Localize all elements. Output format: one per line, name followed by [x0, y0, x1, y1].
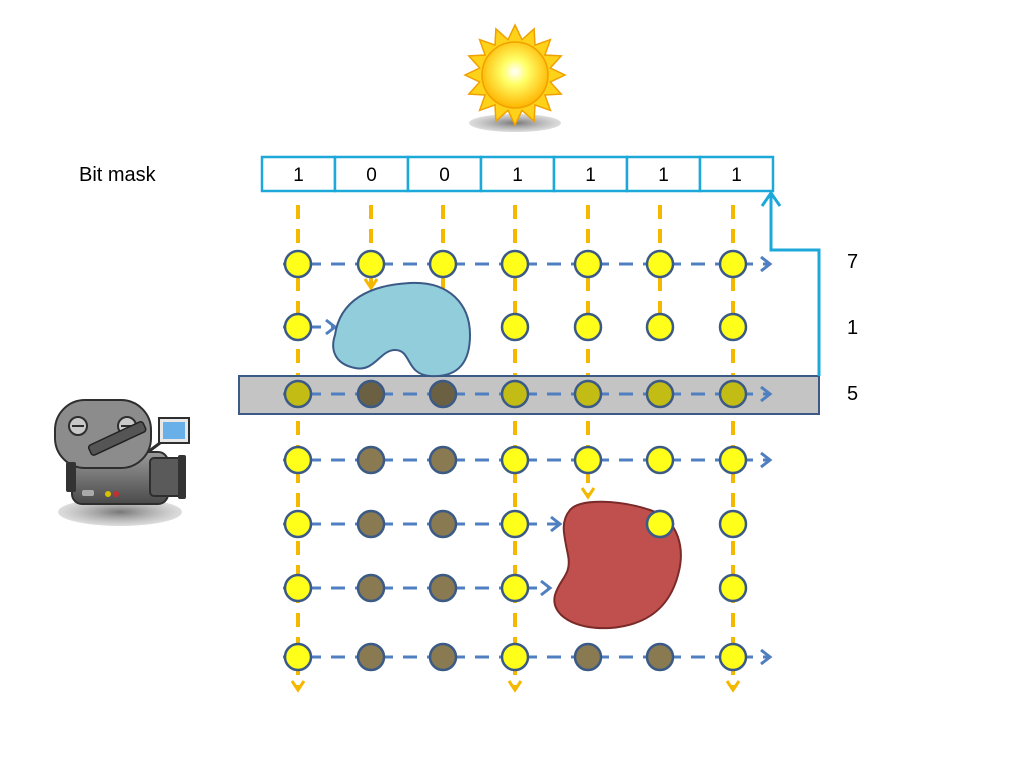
lit-node [573, 445, 603, 475]
light-path-arrowhead [507, 680, 523, 693]
lit-node [573, 312, 603, 342]
mask-update-arrowhead [760, 190, 782, 207]
lit-node [718, 573, 748, 603]
bit-mask-cells: 1 0 0 1 1 1 1 [260, 155, 775, 193]
shadow-ray-arrowhead [550, 515, 563, 533]
shadowed-node [356, 573, 386, 603]
lit-node [283, 379, 313, 409]
row-count-7: 7 [847, 251, 859, 273]
bit-mask-label: Bit mask [79, 164, 156, 186]
light-path-arrowhead [290, 680, 306, 693]
lit-node [500, 379, 530, 409]
shadow-ray-arrowhead [760, 451, 773, 469]
bit-mask-value: 1 [512, 165, 523, 186]
shadowed-node [428, 642, 458, 672]
lit-node [500, 249, 530, 279]
lit-node [283, 509, 313, 539]
lit-node [500, 312, 530, 342]
lit-node [718, 445, 748, 475]
lit-node [283, 249, 313, 279]
light-path-arrowhead [725, 680, 741, 693]
lit-node [500, 642, 530, 672]
lit-node [645, 249, 675, 279]
row-count-5: 5 [847, 383, 859, 405]
lit-node [718, 642, 748, 672]
shadowed-node [645, 642, 675, 672]
lit-node [573, 379, 603, 409]
shadowed-node [356, 642, 386, 672]
shadow-ray-arrowhead [760, 255, 773, 273]
bit-mask-value: 0 [366, 165, 377, 186]
shadowed-node [428, 509, 458, 539]
bit-mask-cell [625, 155, 702, 193]
bit-mask-cell [260, 155, 337, 193]
shadowed-node [428, 445, 458, 475]
shadow-ray-arrowhead [325, 318, 338, 336]
bit-mask-value: 1 [658, 165, 669, 186]
shadowed-node [356, 445, 386, 475]
video-camera-icon [54, 399, 190, 526]
light-path-arrowhead [363, 278, 379, 291]
bit-mask-cell [479, 155, 556, 193]
lit-node [283, 573, 313, 603]
shadowed-node [428, 573, 458, 603]
row-count-1: 1 [847, 317, 859, 339]
lit-node [645, 445, 675, 475]
shadowed-node [356, 379, 386, 409]
shadow-ray-arrowhead [760, 385, 773, 403]
lit-node [283, 642, 313, 672]
grid-nodes [283, 249, 748, 672]
shadow-ray-arrowhead [540, 579, 553, 597]
lit-node [500, 445, 530, 475]
lit-node [500, 509, 530, 539]
sun-icon [463, 23, 567, 132]
red-blocker-shape [553, 500, 682, 630]
lit-node [428, 249, 458, 279]
mask-update-connector [769, 195, 821, 376]
bit-mask-cell [552, 155, 629, 193]
lit-node [718, 249, 748, 279]
bit-mask-value: 1 [293, 165, 304, 186]
bit-mask-value: 0 [439, 165, 450, 186]
blue-blocker-shape [332, 281, 472, 378]
lit-node [718, 509, 748, 539]
bit-mask-cell [698, 155, 775, 193]
lit-node [645, 509, 675, 539]
shadow-ray-arrowhead [760, 648, 773, 666]
bit-mask-value: 1 [585, 165, 596, 186]
shadowed-node [428, 379, 458, 409]
lit-node [718, 379, 748, 409]
lit-node [283, 445, 313, 475]
lit-node [645, 312, 675, 342]
lit-node [573, 249, 603, 279]
bit-mask-value: 1 [731, 165, 742, 186]
bit-mask-cell [406, 155, 483, 193]
shadowed-node [573, 642, 603, 672]
lit-node [283, 312, 313, 342]
shadowed-node [356, 509, 386, 539]
light-path-arrowhead [580, 487, 596, 500]
lit-node [500, 573, 530, 603]
lit-node [718, 312, 748, 342]
lit-node [356, 249, 386, 279]
lit-node [645, 379, 675, 409]
